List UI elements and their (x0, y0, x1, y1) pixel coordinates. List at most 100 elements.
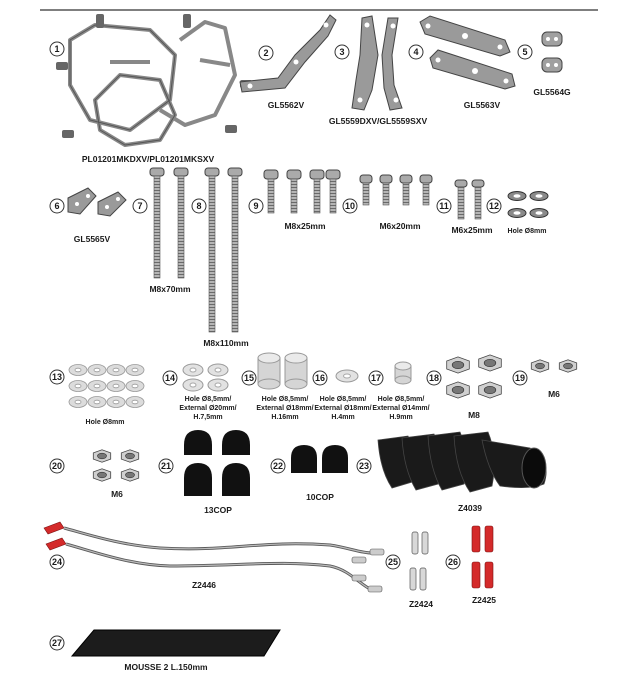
part-16-line-1: Hole Ø8,5mm/ (320, 396, 367, 403)
part-22-caps: 22 10COP (270, 445, 348, 502)
part-18-nuts: 18 M8 (426, 354, 502, 420)
washer-hole (112, 383, 120, 389)
part-number-14: 14 (162, 370, 178, 386)
svg-text:27: 27 (52, 638, 62, 648)
hex-nut (92, 449, 112, 463)
washer-hole (74, 367, 82, 373)
part-23-sleeves: 23 Z4039 (356, 431, 547, 513)
part-number-3: 3 (334, 44, 350, 60)
washer-hole (93, 383, 101, 389)
part-number-11: 11 (436, 198, 452, 214)
part-number-26: 26 (445, 554, 461, 570)
part-number-10: 10 (342, 198, 358, 214)
part-2-bracket: 2 GL5562V (239, 14, 337, 110)
part-27-foam: 27 MOUSSE 2 L.150mm (49, 629, 281, 672)
svg-text:2: 2 (263, 48, 268, 58)
part-14-line-3: H.7,5mm (193, 414, 222, 421)
part-18-code: M8 (468, 410, 480, 420)
svg-text:24: 24 (52, 557, 62, 567)
part-13-washers: 13 Hole Ø8mm (49, 364, 145, 426)
part-10-bolts: 10 M6x20mm (342, 174, 433, 231)
part-5-spacer-plates: 5 GL5564G (517, 31, 571, 97)
part-number-7: 7 (132, 198, 148, 214)
washer-hole (131, 367, 139, 373)
part-number-24: 24 (49, 554, 65, 570)
part-20-nuts: 20 M6 (49, 449, 140, 499)
part-13-code: Hole Ø8mm (86, 419, 125, 426)
part-8-code-short: M8x70mm (149, 284, 191, 294)
part-1-code: PL01201MKDXV/PL01201MKSXV (82, 154, 215, 164)
part-5-code: GL5564G (533, 87, 571, 97)
part-8-code-long: M8x110mm (203, 338, 249, 348)
svg-text:15: 15 (244, 373, 254, 383)
part-12-washers: 12 Hole Ø8mm (486, 191, 549, 235)
washer-hole (131, 399, 139, 405)
part-15-line-3: H.16mm (271, 414, 298, 421)
part-6-7-plates: 6 7 GL5565V (49, 187, 148, 244)
washer-hole (93, 399, 101, 405)
svg-text:26: 26 (448, 557, 458, 567)
svg-text:17: 17 (371, 373, 381, 383)
part-20-code: M6 (111, 489, 123, 499)
part-14-line-1: Hole Ø8,5mm/ (185, 396, 232, 403)
part-4-plates: 4 GL5563V (408, 15, 516, 110)
part-26-code: Z2425 (472, 595, 496, 605)
part-number-8: 8 (191, 198, 207, 214)
part-number-12: 12 (486, 198, 502, 214)
washer-hole (74, 383, 82, 389)
part-number-1: 1 (49, 41, 65, 57)
part-26-connectors: 26 Z2425 (445, 525, 496, 605)
part-number-6: 6 (49, 198, 65, 214)
part-3-brackets: 3 GL5559DXV/GL5559SXV (329, 15, 428, 126)
part-number-21: 21 (158, 458, 174, 474)
svg-text:5: 5 (522, 47, 527, 57)
svg-text:22: 22 (273, 461, 283, 471)
part-number-17: 17 (368, 370, 384, 386)
part-14-line-2: External Ø20mm/ (179, 405, 236, 412)
part-16-line-2: External Ø18mm/ (314, 405, 371, 412)
svg-text:10: 10 (345, 201, 355, 211)
part-number-19: 19 (512, 370, 528, 386)
part-number-18: 18 (426, 370, 442, 386)
svg-text:7: 7 (137, 201, 142, 211)
part-1-frame: 1 PL01201MKDXV/PL01201MKSXV (49, 14, 252, 164)
svg-text:19: 19 (515, 373, 525, 383)
part-12-code: Hole Ø8mm (508, 228, 547, 235)
part-21-code: 13COP (204, 505, 232, 515)
part-number-5: 5 (517, 44, 533, 60)
part-17-line-2: External Ø14mm/ (372, 405, 429, 412)
part-25-connectors: 25 Z2424 (385, 531, 433, 609)
part-22-code: 10COP (306, 492, 334, 502)
washer-hole (112, 367, 120, 373)
svg-text:12: 12 (489, 201, 499, 211)
part-number-13: 13 (49, 369, 65, 385)
hex-nut (92, 468, 112, 482)
hex-nut (120, 449, 140, 463)
part-17-line-3: H.9mm (389, 414, 412, 421)
svg-text:18: 18 (429, 373, 439, 383)
part-number-16: 16 (312, 370, 328, 386)
svg-text:3: 3 (339, 47, 344, 57)
part-number-2: 2 (258, 45, 274, 61)
part-3-code: GL5559DXV/GL5559SXV (329, 116, 428, 126)
svg-text:23: 23 (359, 461, 369, 471)
part-15-line-1: Hole Ø8,5mm/ (262, 396, 309, 403)
svg-text:9: 9 (253, 201, 258, 211)
svg-text:6: 6 (54, 201, 59, 211)
part-23-code: Z4039 (458, 503, 482, 513)
svg-text:13: 13 (52, 372, 62, 382)
part-number-25: 25 (385, 554, 401, 570)
part-number-27: 27 (49, 635, 65, 651)
part-15-line-2: External Ø18mm/ (256, 405, 313, 412)
part-8-bolts: 8 M8x70mm M8x110mm (149, 167, 249, 348)
part-15-spacers: 15 Hole Ø8,5mm/ External Ø18mm/ H.16mm (241, 352, 314, 421)
washer-hole (131, 383, 139, 389)
part-14-spacers: 14 Hole Ø8,5mm/ External Ø20mm/ H.7,5mm (162, 363, 237, 421)
part-16-line-3: H.4mm (331, 414, 354, 421)
part-24-cable: 24 Z2446 (43, 521, 385, 593)
washer-hole (93, 367, 101, 373)
hex-nut (446, 381, 470, 399)
part-19-code: M6 (548, 389, 560, 399)
part-21-caps: 21 13COP (158, 430, 250, 515)
part-9-bolts: 9 M8x25mm (248, 169, 341, 231)
